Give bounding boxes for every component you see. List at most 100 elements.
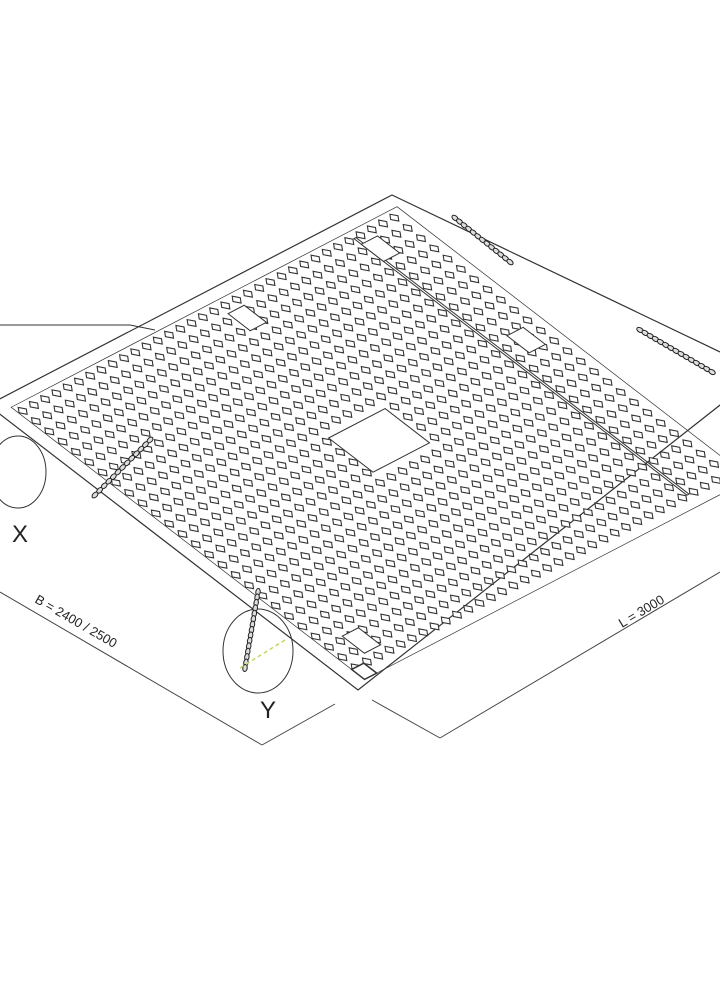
stud bbox=[314, 475, 325, 484]
stud bbox=[434, 379, 445, 388]
stud bbox=[345, 339, 356, 348]
stud bbox=[342, 409, 353, 419]
stud bbox=[630, 500, 641, 509]
stud bbox=[297, 622, 308, 631]
stud bbox=[217, 560, 228, 569]
stud bbox=[278, 288, 289, 297]
stud bbox=[208, 393, 219, 402]
stud bbox=[464, 329, 475, 338]
stud bbox=[387, 575, 398, 584]
stud bbox=[616, 490, 627, 499]
stud bbox=[175, 513, 186, 522]
stud bbox=[425, 590, 436, 599]
stud bbox=[310, 443, 321, 452]
stud bbox=[355, 231, 366, 240]
stud bbox=[608, 426, 619, 435]
stud bbox=[495, 484, 507, 493]
stud bbox=[607, 512, 618, 521]
stud bbox=[42, 411, 53, 420]
stud bbox=[534, 412, 545, 422]
stud bbox=[425, 401, 436, 410]
stud bbox=[392, 521, 403, 530]
stud bbox=[492, 365, 503, 375]
stud bbox=[576, 459, 587, 468]
stud bbox=[571, 513, 582, 523]
stud bbox=[337, 464, 348, 473]
stud bbox=[558, 503, 569, 512]
stud bbox=[555, 385, 566, 394]
stud bbox=[100, 397, 111, 407]
stud bbox=[374, 289, 386, 298]
stud bbox=[371, 360, 383, 369]
stud bbox=[414, 320, 426, 329]
stud bbox=[307, 324, 318, 334]
stud bbox=[466, 534, 477, 543]
stud bbox=[686, 471, 697, 480]
stud bbox=[366, 225, 377, 234]
stud bbox=[449, 594, 461, 603]
stud-grid bbox=[17, 213, 720, 672]
stud bbox=[432, 362, 443, 372]
stud bbox=[354, 317, 365, 326]
stud bbox=[154, 352, 165, 361]
stud bbox=[347, 355, 358, 364]
stud bbox=[302, 568, 313, 577]
stud bbox=[407, 547, 419, 556]
stud bbox=[532, 396, 543, 405]
stud bbox=[545, 493, 556, 502]
stud bbox=[241, 376, 253, 385]
stud bbox=[437, 497, 448, 506]
stud bbox=[304, 584, 315, 593]
stud bbox=[177, 529, 188, 539]
stud bbox=[413, 406, 425, 416]
stud bbox=[127, 418, 138, 427]
stud bbox=[436, 395, 447, 404]
stud bbox=[492, 554, 504, 564]
stud bbox=[204, 550, 215, 559]
stud bbox=[464, 518, 475, 527]
stud bbox=[295, 417, 306, 426]
stud bbox=[166, 346, 177, 355]
stud bbox=[307, 513, 318, 523]
stud bbox=[590, 469, 601, 479]
stud bbox=[508, 392, 519, 401]
stud bbox=[73, 377, 85, 386]
stud bbox=[553, 368, 564, 378]
stud bbox=[343, 323, 354, 332]
stud bbox=[376, 581, 387, 590]
stud bbox=[419, 541, 430, 550]
stud bbox=[85, 371, 96, 380]
stud bbox=[163, 417, 174, 426]
stud bbox=[181, 373, 192, 382]
stud bbox=[585, 524, 596, 533]
stud bbox=[381, 338, 392, 347]
stud bbox=[391, 229, 402, 238]
rail-line bbox=[353, 237, 690, 496]
stud bbox=[359, 263, 370, 272]
stud bbox=[511, 321, 522, 331]
stud bbox=[542, 563, 553, 572]
stud bbox=[358, 538, 369, 547]
stud bbox=[321, 626, 333, 635]
stud bbox=[205, 377, 217, 386]
length-dimension-label: L = 3000 bbox=[616, 592, 667, 631]
stud bbox=[566, 379, 577, 388]
stud bbox=[362, 381, 373, 391]
stud bbox=[291, 298, 303, 307]
stud bbox=[579, 389, 591, 398]
stud bbox=[198, 415, 210, 424]
stud bbox=[429, 622, 440, 631]
stud bbox=[347, 544, 358, 553]
stud bbox=[461, 588, 472, 597]
stud bbox=[461, 399, 472, 408]
stud bbox=[668, 429, 680, 438]
stud bbox=[639, 478, 650, 488]
stud bbox=[431, 449, 442, 458]
stud bbox=[279, 390, 290, 399]
stud bbox=[654, 505, 665, 514]
stud bbox=[397, 466, 408, 476]
stud bbox=[415, 509, 426, 518]
width-dimension-label: B = 2400 / 2500 bbox=[33, 592, 120, 651]
stud bbox=[186, 318, 197, 328]
stud bbox=[502, 532, 513, 542]
